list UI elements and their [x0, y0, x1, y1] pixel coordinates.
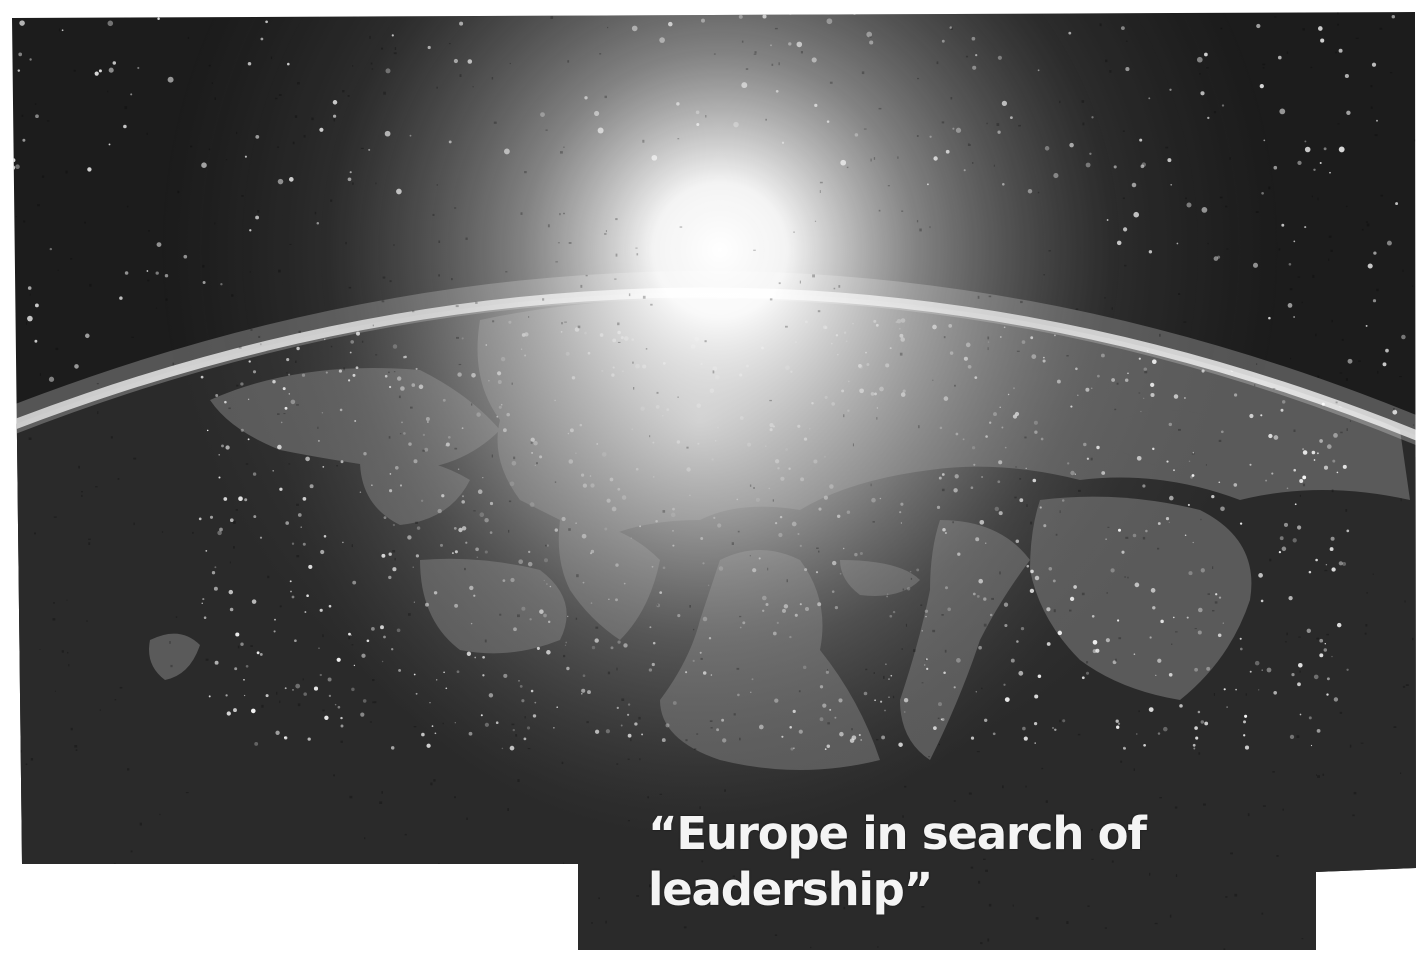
caption-line-1: “Europe in search of	[648, 807, 1147, 860]
caption-line-2: leadership”	[648, 863, 933, 916]
photo-caption: “Europe in search of leadership”	[648, 806, 1268, 918]
